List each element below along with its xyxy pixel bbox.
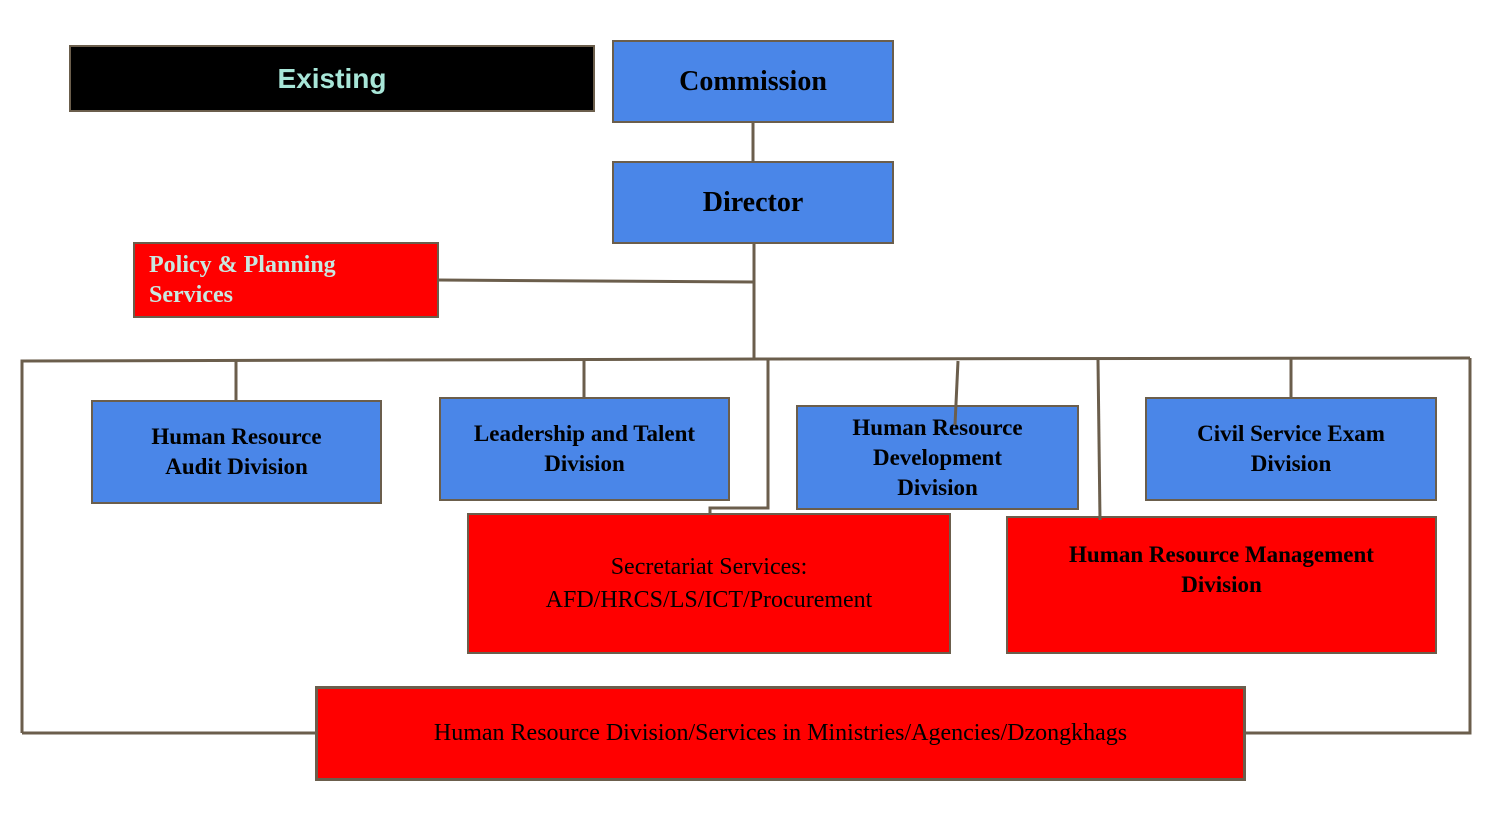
director-node: Director: [612, 161, 894, 244]
hr-dev-line2: Development: [872, 444, 1003, 470]
line-hrm: [1096, 359, 1102, 521]
line-main-bus-right: [767, 356, 1471, 361]
hr-audit-line1: Human Resource: [151, 424, 322, 449]
director-label: Director: [702, 186, 804, 218]
hr-dev-line3: Division: [897, 474, 978, 500]
hr-development-node: Human Resource Development Division: [796, 405, 1079, 510]
hr-management-node: Human Resource Management Division: [1006, 516, 1437, 654]
existing-text: Existing: [277, 62, 387, 94]
hr-audit-line2: Audit Division: [165, 454, 308, 479]
existing-label: Existing: [69, 45, 595, 112]
leadership-line2: Division: [544, 451, 625, 476]
hrm-line1: Human Resource Management: [1069, 542, 1374, 567]
civil-service-exam-node: Civil Service Exam Division: [1145, 397, 1437, 501]
policy-line2: Services: [149, 282, 233, 308]
policy-planning-node: Policy & Planning Services: [133, 242, 439, 318]
policy-line1: Policy & Planning: [149, 252, 336, 278]
commission-label: Commission: [679, 65, 827, 97]
commission-node: Commission: [612, 40, 894, 123]
hr-dev-line1: Human Resource: [852, 414, 1023, 440]
secretariat-node: Secretariat Services: AFD/HRCS/LS/ICT/Pr…: [467, 513, 951, 654]
secretariat-line2: AFD/HRCS/LS/ICT/Procurement: [545, 586, 873, 613]
civil-exam-line1: Civil Service Exam: [1197, 421, 1385, 446]
hr-ministries-node: Human Resource Division/Services in Mini…: [315, 686, 1246, 781]
line-policy: [437, 278, 755, 284]
hr-audit-node: Human Resource Audit Division: [91, 400, 382, 504]
secretariat-line1: Secretariat Services:: [610, 553, 808, 580]
hr-ministries-label: Human Resource Division/Services in Mini…: [433, 720, 1128, 746]
leadership-node: Leadership and Talent Division: [439, 397, 730, 501]
civil-exam-line2: Division: [1250, 451, 1332, 476]
leadership-line1: Leadership and Talent: [473, 421, 696, 446]
hrm-line2: Division: [1181, 572, 1262, 597]
